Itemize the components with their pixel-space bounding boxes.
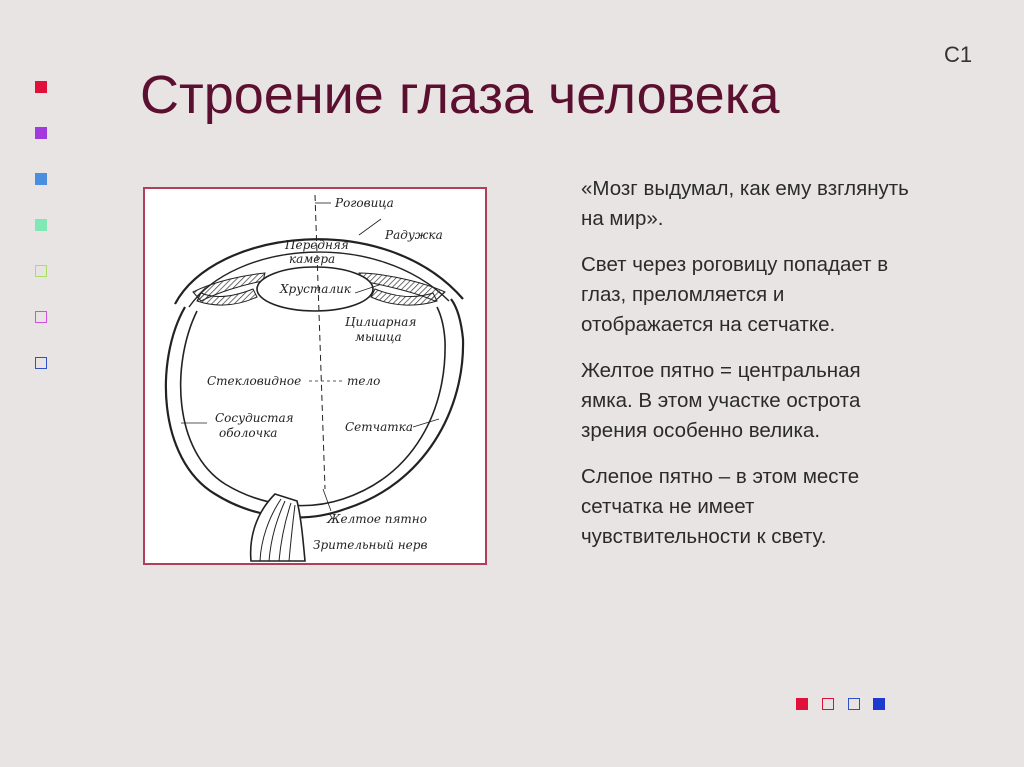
- slide-title: Строение глаза человека: [140, 65, 780, 125]
- label-cornea: Роговица: [334, 196, 394, 210]
- label-choroid-1: Сосудистая: [215, 411, 294, 425]
- bottom-marker-square-1: [796, 698, 808, 710]
- optic-axis: [314, 194, 326, 490]
- label-iris: Радужка: [384, 228, 443, 242]
- ciliary-left: [196, 288, 258, 306]
- bottom-marker-square-3: [848, 698, 860, 710]
- label-anterior-chamber-2: камера: [289, 252, 335, 266]
- label-vitreous-2: тело: [347, 374, 380, 388]
- cornea: [174, 238, 464, 305]
- label-ciliary-2: мышца: [355, 330, 402, 344]
- eye-diagram-frame: Роговица Радужка Передняя камера Хрустал…: [143, 187, 487, 565]
- lens: [256, 266, 374, 312]
- description-text: «Мозг выдумал, как ему взглянуть на мир»…: [581, 174, 911, 568]
- macula-paragraph: Желтое пятно = центральная ямка. В этом …: [581, 359, 861, 442]
- bottom-marker-square-2: [822, 698, 834, 710]
- label-optic-nerve: Зрительный нерв: [313, 538, 427, 552]
- label-macula: Желтое пятно: [326, 512, 427, 526]
- label-vitreous-1: Стекловидное: [207, 374, 301, 388]
- label-ciliary-1: Цилиарная: [345, 315, 416, 329]
- sclera-inner: [179, 306, 446, 507]
- label-retina: Сетчатка: [345, 420, 413, 434]
- left-marker-square-6: [35, 311, 47, 323]
- label-anterior-chamber-1: Передняя: [284, 238, 349, 252]
- eye-diagram: Роговица Радужка Передняя камера Хрустал…: [164, 194, 465, 562]
- left-marker-square-5: [35, 265, 47, 277]
- cornea-paragraph: Свет через роговицу попадает в глаз, пре…: [581, 253, 889, 336]
- ciliary-right: [370, 288, 438, 306]
- sclera-outer: [164, 298, 465, 519]
- left-marker-square-4: [35, 219, 47, 231]
- label-choroid-2: оболочка: [219, 426, 277, 440]
- label-lens: Хрусталик: [279, 282, 352, 296]
- left-marker-square-3: [35, 173, 47, 185]
- blind-spot-paragraph: Слепое пятно – в этом месте сетчатка не …: [581, 465, 860, 548]
- bottom-marker-square-4: [873, 698, 885, 710]
- left-marker-square-2: [35, 127, 47, 139]
- left-marker-square-1: [35, 81, 47, 93]
- left-marker-square-7: [35, 357, 47, 369]
- quote-paragraph: «Мозг выдумал, как ему взглянуть на мир»…: [581, 177, 909, 230]
- optic-nerve: [249, 493, 306, 562]
- slide-id: С1: [944, 42, 973, 67]
